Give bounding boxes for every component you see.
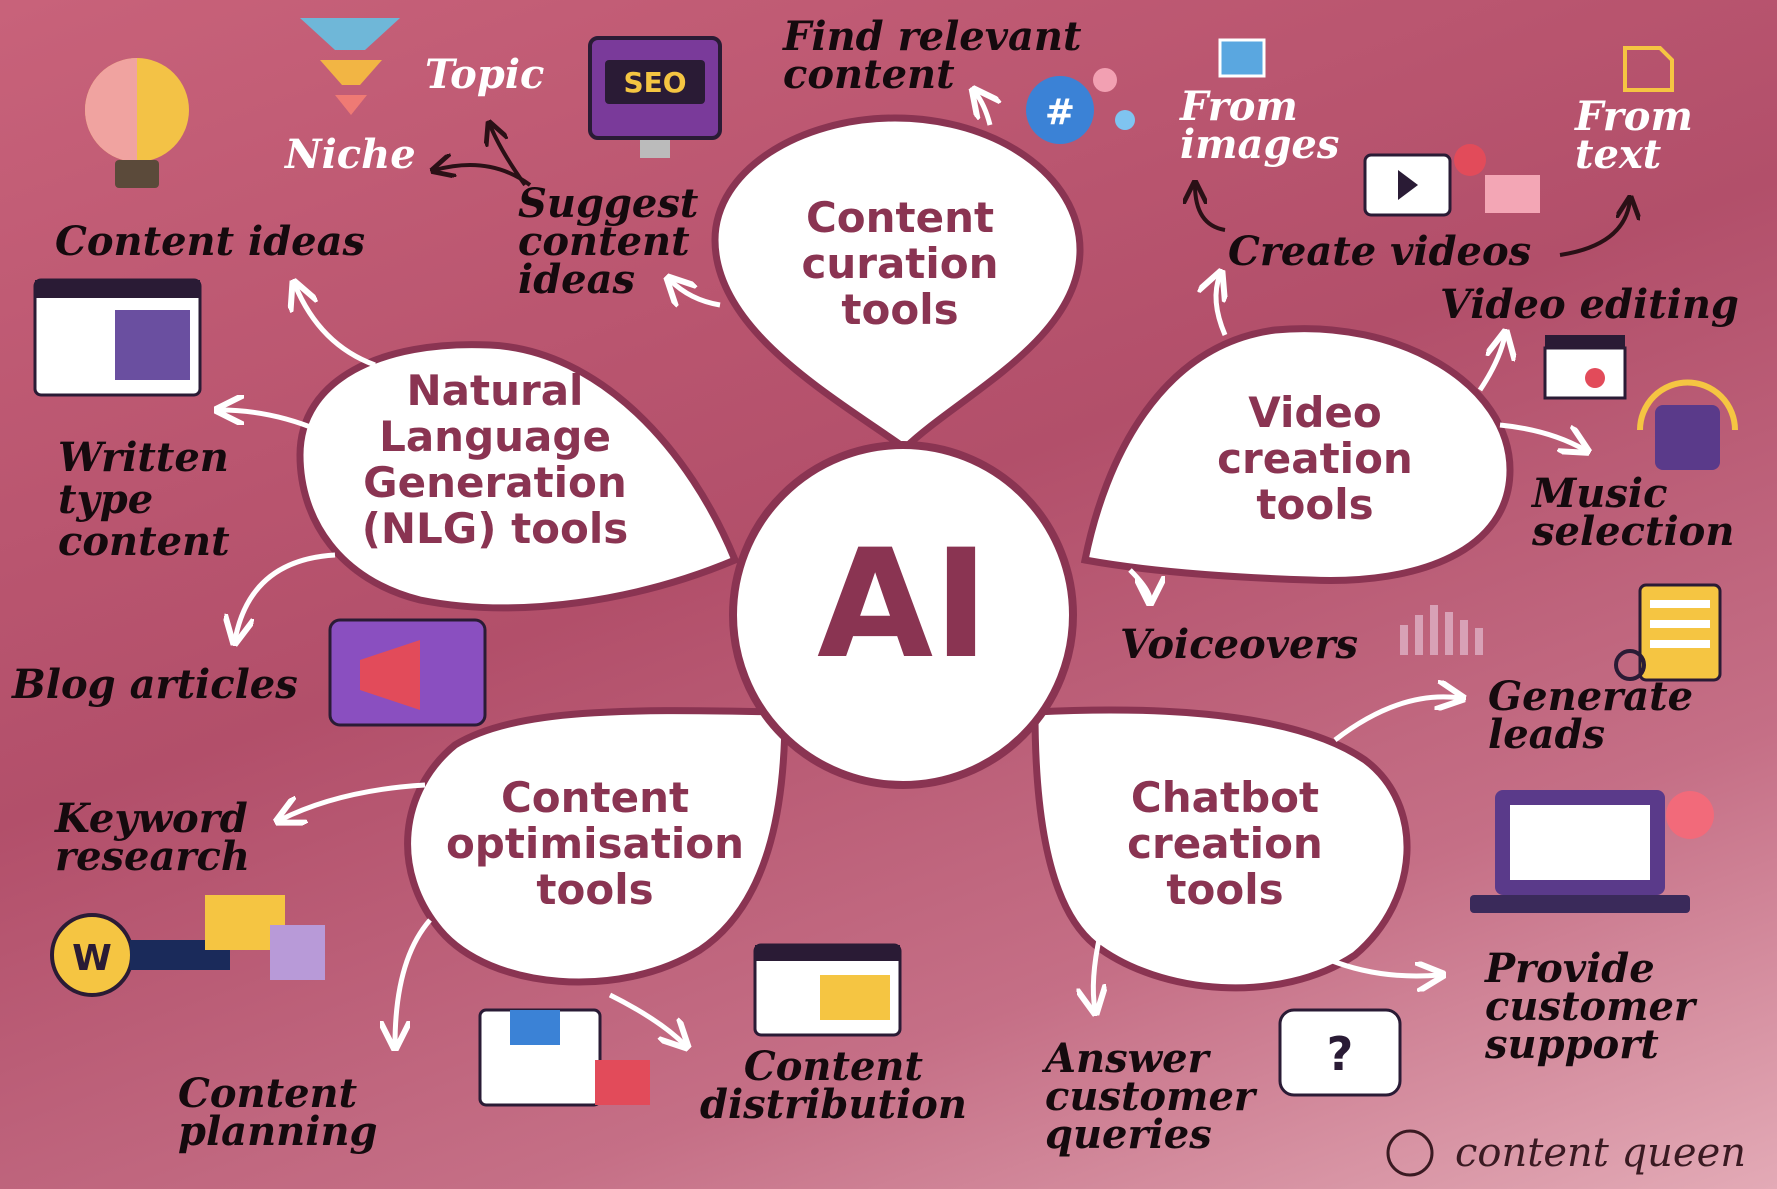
clapperboard-icon [1543,335,1627,400]
seo-badge-text: SEO [623,66,686,99]
center-label-ai: AI [817,518,989,692]
browser-window-icon [33,278,202,397]
video-collage-icon [1363,144,1540,217]
label-create-videos: Create videos [1228,228,1532,275]
petal-nlg [296,341,740,612]
laptop-analytics-icon [1470,790,1714,913]
hashtag-icon: # [1026,68,1135,144]
keyword-magnifier-icon: W [50,895,325,997]
svg-text:?: ? [1327,1027,1354,1081]
label-topic: Topic [425,51,545,98]
label-blog-articles: Blog articles [12,661,298,708]
lightbulb-icon [85,58,189,188]
connector-arrows [220,92,1585,1045]
svg-text:#: # [1045,92,1075,133]
label-niche: Niche [285,131,416,178]
label-voiceovers: Voiceovers [1120,621,1359,668]
music-icon [1637,379,1738,470]
seo-monitor-icon: SEO [588,36,722,158]
planning-screen-icon [478,1008,650,1107]
question-bubble-icon: ? [1278,1008,1402,1097]
petal-curation [711,114,1084,453]
brand-icon [1386,1129,1434,1177]
funnel-icon [300,18,400,115]
svg-text:W: W [72,938,112,979]
document-icon [1623,46,1674,92]
brand-watermark: content queen [1455,1130,1747,1176]
petal-optimisation [404,707,789,986]
center-circle [729,441,1077,789]
label-content-ideas: Content ideas [55,218,366,265]
waveform-icon [1400,605,1483,655]
petal-chatbot [1031,706,1411,992]
petal-video [1080,325,1514,584]
label-video-editing: Video editing [1440,281,1739,328]
distribution-browser-icon [753,943,902,1037]
megaphone-icon [328,618,487,727]
clipboard-icon [1614,583,1722,682]
dark-arrows [435,125,1630,257]
image-icon [1218,38,1266,78]
